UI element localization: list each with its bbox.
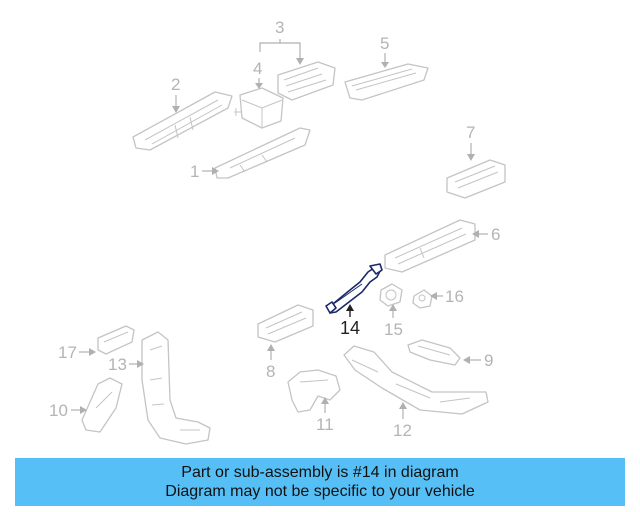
callout-1-label: 1 [190, 162, 199, 181]
callout-11-label: 11 [316, 415, 334, 434]
callout-14: 14 [340, 304, 360, 338]
callout-9: 9 [463, 351, 493, 370]
part-12-floor-duct [343, 345, 489, 415]
part-16-grommet [412, 289, 433, 309]
callout-3-label: 3 [275, 18, 284, 37]
callout-4-label: 4 [253, 59, 262, 78]
callout-8-label: 8 [266, 362, 275, 381]
callout-13: 13 [108, 355, 144, 374]
callout-10-label: 10 [49, 401, 68, 420]
callout-9-label: 9 [484, 351, 493, 370]
callout-15: 15 [384, 304, 403, 339]
callout-12: 12 [393, 402, 412, 440]
callout-4: 4 [253, 59, 263, 89]
parts-diagram: 2 4 3 5 1 [49, 18, 506, 445]
callout-17: 17 [58, 343, 96, 362]
part-11-rear-duct [287, 369, 341, 413]
callout-6-label: 6 [491, 225, 500, 244]
part-7-side-vent [446, 159, 506, 199]
callout-5: 5 [380, 34, 389, 68]
banner-line-2: Diagram may not be specific to your vehi… [165, 483, 475, 500]
callout-16: 16 [430, 287, 464, 306]
part-14-highlighted [325, 263, 383, 314]
callout-16-label: 16 [445, 287, 464, 306]
callout-10: 10 [49, 401, 87, 420]
callout-12-label: 12 [393, 421, 412, 440]
callout-7-label: 7 [466, 123, 475, 142]
part-3-vent [277, 61, 336, 101]
callout-7: 7 [466, 123, 475, 161]
part-6-outlet [384, 219, 476, 273]
part-9-small-duct [407, 339, 461, 366]
callout-2: 2 [171, 75, 180, 113]
info-banner: Part or sub-assembly is #14 in diagram D… [15, 458, 625, 506]
part-2-center-duct [132, 91, 233, 151]
part-4-actuator [234, 87, 284, 129]
part-8-vent [257, 304, 314, 343]
callout-2-label: 2 [171, 75, 180, 94]
callout-5-label: 5 [380, 34, 389, 53]
banner-line-1: Part or sub-assembly is #14 in diagram [181, 464, 459, 481]
callout-15-label: 15 [384, 320, 403, 339]
callout-14-label: 14 [340, 318, 360, 338]
part-13-vertical-duct [141, 331, 211, 445]
part-10-bracket-duct [81, 377, 123, 433]
callout-17-label: 17 [58, 343, 77, 362]
callout-13-label: 13 [108, 355, 127, 374]
callout-1: 1 [190, 162, 219, 181]
callout-6: 6 [472, 225, 500, 244]
callout-3: 3 [259, 18, 304, 65]
callout-11: 11 [316, 397, 334, 434]
part-17-clip [97, 325, 135, 355]
callout-8: 8 [266, 344, 275, 381]
part-15-motor [379, 283, 403, 307]
part-5-defroster [344, 63, 429, 101]
part-1-lower-duct [214, 127, 311, 179]
